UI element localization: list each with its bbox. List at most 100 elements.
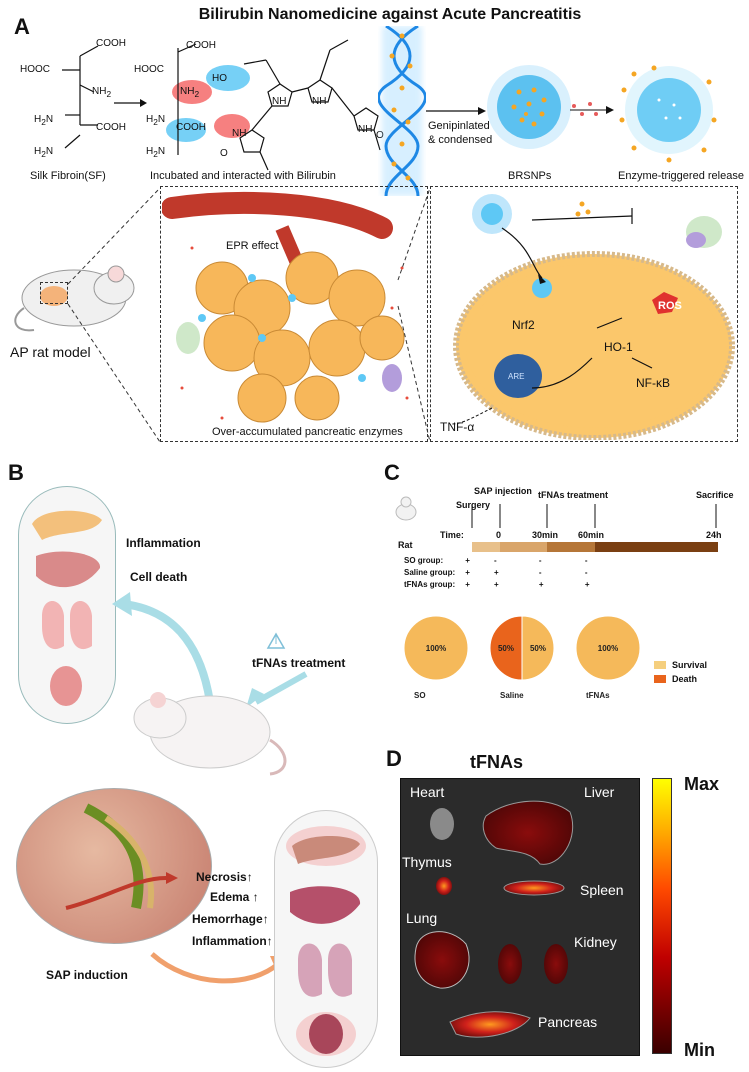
tfnas-treatment-c-label: tFNAs treatment (538, 490, 609, 500)
pie-category-saline: Saline (500, 691, 524, 700)
legend-item-death: Death (654, 672, 707, 686)
colorbar-max-label: Max (684, 774, 720, 794)
mark-so-3: - (584, 556, 588, 565)
mark-so-0: + (465, 556, 470, 565)
sf-h2n-bottom-text: H (34, 146, 42, 157)
panel-d-title: tFNAs (470, 752, 523, 772)
healthy-organs-illustration (32, 510, 102, 706)
bili-nh2: NH2 (180, 86, 200, 99)
group-name-saline: Saline group: (404, 568, 456, 577)
bili-nh-1: NH (272, 96, 287, 107)
pancreas-tissue-box (160, 186, 428, 442)
are-label: ARE (508, 372, 525, 381)
over-accumulated-label: Over-accumulated pancreatic enzymes (212, 426, 403, 438)
timeline-segment-4 (595, 542, 718, 552)
nrf2-label: Nrf2 (512, 318, 535, 332)
kidney-label: Kidney (574, 934, 617, 950)
treatment-arrow-icon (246, 671, 308, 708)
bili-h2n-text: H (146, 114, 154, 125)
mark-tfnas-1: + (493, 580, 499, 589)
ros-label: ROS (658, 300, 682, 312)
dna-helix-icon (378, 26, 426, 196)
arrow-right-icon (114, 99, 147, 107)
connector-lines (67, 187, 431, 443)
damaged-organs-illustration (286, 826, 366, 1056)
genipin-label-1: Genipinlated (428, 120, 490, 132)
time-30-label: 30min (532, 530, 559, 540)
panel-d-letter: D (386, 746, 402, 771)
cell-mechanism-illustration (451, 194, 735, 440)
surgery-label: Surgery (456, 500, 491, 510)
time-0-label: 0 (496, 530, 502, 540)
sf-h2n-bottom: H2N (34, 146, 54, 159)
bili-nh-4: NH (358, 124, 373, 135)
white-rat-illustration (133, 692, 287, 776)
sap-injection-label: SAP injection (474, 486, 532, 496)
cell-mechanism-box (430, 186, 738, 442)
legend-label-survival: Survival (672, 660, 708, 670)
pancreas-label: Pancreas (538, 1014, 598, 1030)
released-nanoparticle-icon (619, 65, 717, 163)
recovery-arrow-icon (112, 592, 214, 703)
time-24h-label: 24h (706, 530, 722, 540)
heart-label: Heart (410, 784, 445, 800)
panel-b-letter: B (8, 460, 24, 485)
edema-label: Edema ↑ (210, 890, 259, 904)
time-label: Time: (440, 530, 464, 540)
pie-label-saline-survival: 50% (530, 644, 546, 653)
brsnps-label: BRSNPs (508, 170, 552, 182)
sf-h2n: H2N (34, 114, 54, 127)
bili-ho: HO (212, 73, 227, 84)
group-row-so: SO group: + - - - (404, 556, 604, 568)
mark-so-1: - (493, 556, 497, 565)
incubated-label: Incubated and interacted with Bilirubin (150, 170, 336, 182)
timeline-bar (472, 542, 718, 552)
group-name-tfnas: tFNAs group: (404, 580, 456, 589)
group-row-tfnas: tFNAs group: + + + + (404, 580, 604, 592)
bili-nh2-text: NH (180, 86, 195, 97)
group-name-so: SO group: (404, 556, 444, 565)
silk-fibroin-structure (62, 45, 99, 149)
bili-h2n-bottom: H2N (146, 146, 166, 159)
pie-slice-saline-survival (521, 615, 555, 681)
bili-nh-3: NH (232, 128, 247, 139)
bili-cooh-mid: COOH (176, 122, 206, 133)
legend-item-survival: Survival (654, 658, 707, 672)
time-60-label: 60min (578, 530, 605, 540)
pie-category-so: SO (414, 691, 426, 700)
brsnp-nanoparticle-icon (487, 65, 571, 149)
sf-h2n-text: H (34, 114, 42, 125)
bili-h2n-bottom-text: H (146, 146, 154, 157)
bili-hooc: HOOC (134, 64, 164, 75)
group-row-saline: Saline group: + + - - (404, 568, 604, 580)
pie-slice-saline-death (489, 615, 523, 681)
genipin-label-2: & condensed (428, 134, 493, 146)
hemorrhage-label: Hemorrhage↑ (192, 912, 269, 926)
rat-focus-box (40, 282, 68, 304)
legend-swatch-death (654, 675, 666, 683)
mark-saline-2: - (538, 568, 542, 577)
sf-hooc: HOOC (20, 64, 50, 75)
tfnas-treatment-label: tFNAs treatment (252, 656, 346, 670)
panel-c-letter: C (384, 460, 400, 485)
bili-o-1: O (220, 148, 228, 159)
pie-category-tfnas: tFNAs (586, 691, 610, 700)
lung-label: Lung (406, 910, 438, 926)
cell-death-label: Cell death (130, 570, 188, 584)
timeline-segment-2 (500, 542, 547, 552)
tfnas-tetrahedron-icon (266, 632, 286, 649)
mark-tfnas-0: + (465, 580, 470, 589)
legend-label-death: Death (672, 674, 698, 684)
pie-label-tfnas-survival: 100% (598, 644, 618, 653)
mark-saline-0: + (465, 568, 470, 577)
colorbar-min-label: Min (684, 1040, 715, 1060)
mark-tfnas-2: + (538, 580, 544, 589)
bili-cooh-top: COOH (186, 40, 216, 51)
pie-legend: Survival Death (654, 658, 707, 686)
spleen-label: Spleen (580, 882, 624, 898)
intensity-colorbar (652, 778, 672, 1054)
rat-model-icon (14, 265, 135, 332)
panel-a-letter: A (14, 14, 30, 39)
necrosis-label: Necrosis↑ (196, 870, 253, 884)
arrow-right-icon-2 (426, 107, 486, 115)
